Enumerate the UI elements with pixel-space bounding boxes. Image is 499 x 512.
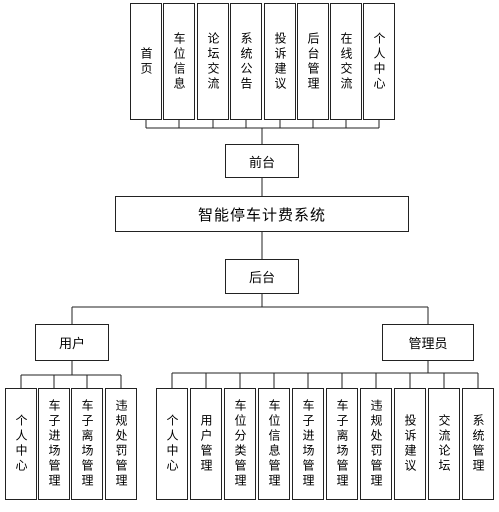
admin-module-label: 车位信息管理 (267, 399, 281, 489)
front-module-home: 首页 (130, 3, 162, 120)
user-module-violations: 违规处罚管理 (105, 388, 137, 500)
front-module-label: 系统公告 (239, 31, 253, 92)
admin-module-system: 系统管理 (462, 388, 494, 500)
admin-module-violations: 违规处罚管理 (360, 388, 392, 500)
admin-module-forum: 交流论坛 (428, 388, 460, 500)
admin-module-space-info: 车位信息管理 (258, 388, 290, 500)
front-module-label: 在线交流 (339, 31, 353, 92)
user-module-label: 车子离场管理 (80, 399, 94, 489)
admin-module-label: 车位分类管理 (233, 399, 247, 489)
admin-module-label: 违规处罚管理 (369, 399, 383, 489)
admin-module-profile: 个人中心 (156, 388, 188, 500)
front-module-forum: 论坛交流 (197, 3, 229, 120)
frontend-label: 前台 (248, 155, 275, 171)
user-module-label: 个人中心 (14, 414, 28, 474)
admin-module-complaints: 投诉建议 (394, 388, 426, 500)
backend-label: 后台 (248, 271, 275, 286)
admin-module-car-exit: 车子离场管理 (326, 388, 358, 500)
admin-module-label: 系统管理 (471, 414, 485, 474)
front-module-label: 车位信息 (172, 31, 186, 92)
frontend-node: 前台 (225, 144, 299, 178)
front-module-profile: 个人中心 (363, 3, 395, 120)
user-module-label: 车子进场管理 (47, 399, 61, 489)
front-module-label: 论坛交流 (206, 31, 220, 92)
admin-module-label: 投诉建议 (403, 414, 417, 474)
user-module-car-exit: 车子离场管理 (71, 388, 103, 500)
front-module-announcements: 系统公告 (230, 3, 262, 120)
system-title: 智能停车计费系统 (197, 205, 326, 224)
user-module-label: 违规处罚管理 (114, 399, 128, 489)
user-module-profile: 个人中心 (5, 388, 37, 500)
admin-module-users: 用户管理 (190, 388, 222, 500)
admin-role-label: 管理员 (408, 337, 448, 352)
front-module-online-chat: 在线交流 (330, 3, 362, 120)
front-module-label: 投诉建议 (273, 31, 287, 92)
front-module-label: 个人中心 (372, 31, 386, 92)
user-role-node: 用户 (35, 324, 109, 361)
front-module-parking-info: 车位信息 (163, 3, 195, 120)
admin-module-label: 用户管理 (199, 414, 213, 474)
user-role-label: 用户 (58, 337, 85, 352)
front-module-label: 后台管理 (306, 31, 320, 92)
backend-node: 后台 (225, 259, 299, 294)
system-title-node: 智能停车计费系统 (115, 196, 409, 232)
front-module-complaints: 投诉建议 (264, 3, 296, 120)
admin-module-car-entry: 车子进场管理 (292, 388, 324, 500)
admin-module-label: 车子进场管理 (301, 399, 315, 489)
front-module-label: 首页 (139, 46, 153, 77)
admin-module-label: 车子离场管理 (335, 399, 349, 489)
admin-module-label: 个人中心 (165, 414, 179, 474)
admin-role-node: 管理员 (382, 324, 474, 361)
admin-module-label: 交流论坛 (437, 414, 451, 474)
user-module-car-entry: 车子进场管理 (38, 388, 70, 500)
front-module-admin-entry: 后台管理 (297, 3, 329, 120)
admin-module-space-categories: 车位分类管理 (224, 388, 256, 500)
